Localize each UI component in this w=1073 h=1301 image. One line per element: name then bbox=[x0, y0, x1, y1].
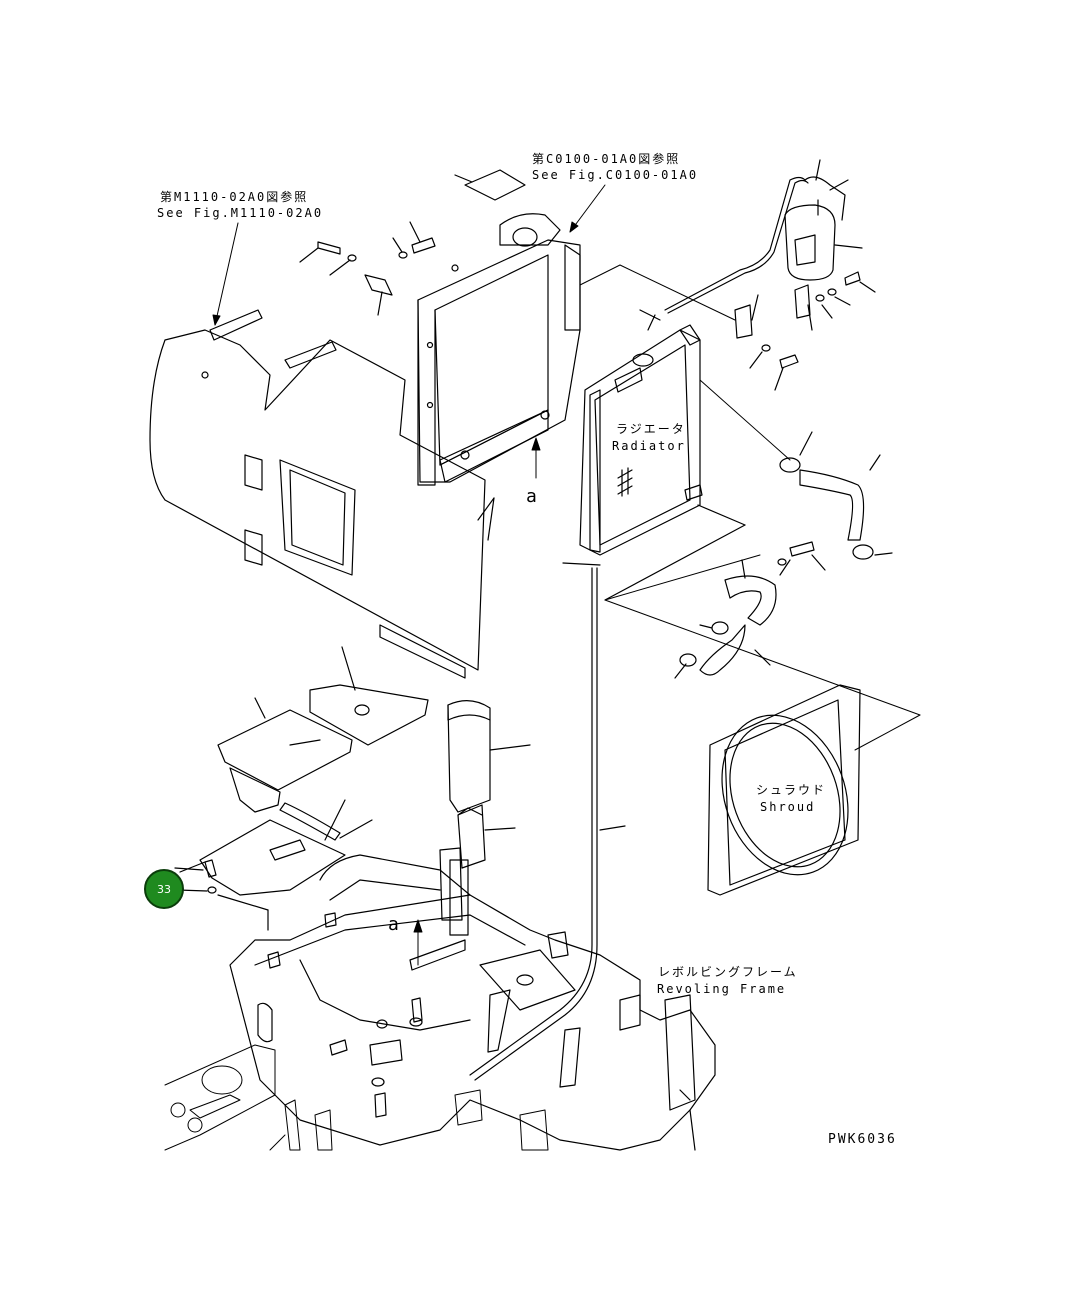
ref-m1110-jp: 第M1110-02A0図参照 bbox=[160, 190, 309, 204]
assembly-guide-lines bbox=[580, 265, 920, 750]
radiator-label-en: Radiator bbox=[612, 439, 686, 453]
shroud-label-jp: シュラウド bbox=[756, 783, 827, 797]
ref-c0100-en: See Fig.C0100-01A0 bbox=[532, 168, 699, 182]
drain-tube bbox=[470, 563, 625, 1080]
drawing-code: PWK6036 bbox=[828, 1132, 897, 1147]
part-callout-number: 33 bbox=[157, 882, 171, 896]
reservoir-tank bbox=[665, 160, 875, 390]
radiator-label-jp: ラジエータ bbox=[616, 422, 686, 436]
upper-hose bbox=[780, 432, 892, 559]
part-callout-marker[interactable]: 33 bbox=[144, 869, 184, 909]
top-cap-plate bbox=[455, 170, 525, 200]
radiator-frame bbox=[418, 214, 580, 485]
ref-m1110-en: See Fig.M1110-02A0 bbox=[157, 206, 324, 220]
view-label-lower: a bbox=[388, 914, 399, 935]
view-label-upper: a bbox=[526, 486, 537, 507]
lower-bracket-bolt bbox=[175, 800, 372, 895]
reference-arrows bbox=[213, 185, 605, 965]
side-covers bbox=[448, 701, 530, 868]
shroud-label-en: Shroud bbox=[760, 800, 816, 814]
lower-hose bbox=[675, 542, 825, 678]
shroud bbox=[701, 685, 870, 895]
bolt-set-upper bbox=[300, 222, 435, 315]
radiator-core bbox=[580, 310, 745, 600]
lower-chassis bbox=[165, 1045, 548, 1150]
revolving-frame bbox=[218, 848, 715, 1150]
floor-plates bbox=[218, 647, 428, 812]
frame-label-jp: レボルビングフレーム bbox=[658, 965, 798, 979]
ref-c0100-jp: 第C0100-01A0図参照 bbox=[532, 152, 681, 166]
rear-cover-panel bbox=[150, 310, 494, 678]
frame-label-en: Revoling Frame bbox=[657, 982, 787, 996]
